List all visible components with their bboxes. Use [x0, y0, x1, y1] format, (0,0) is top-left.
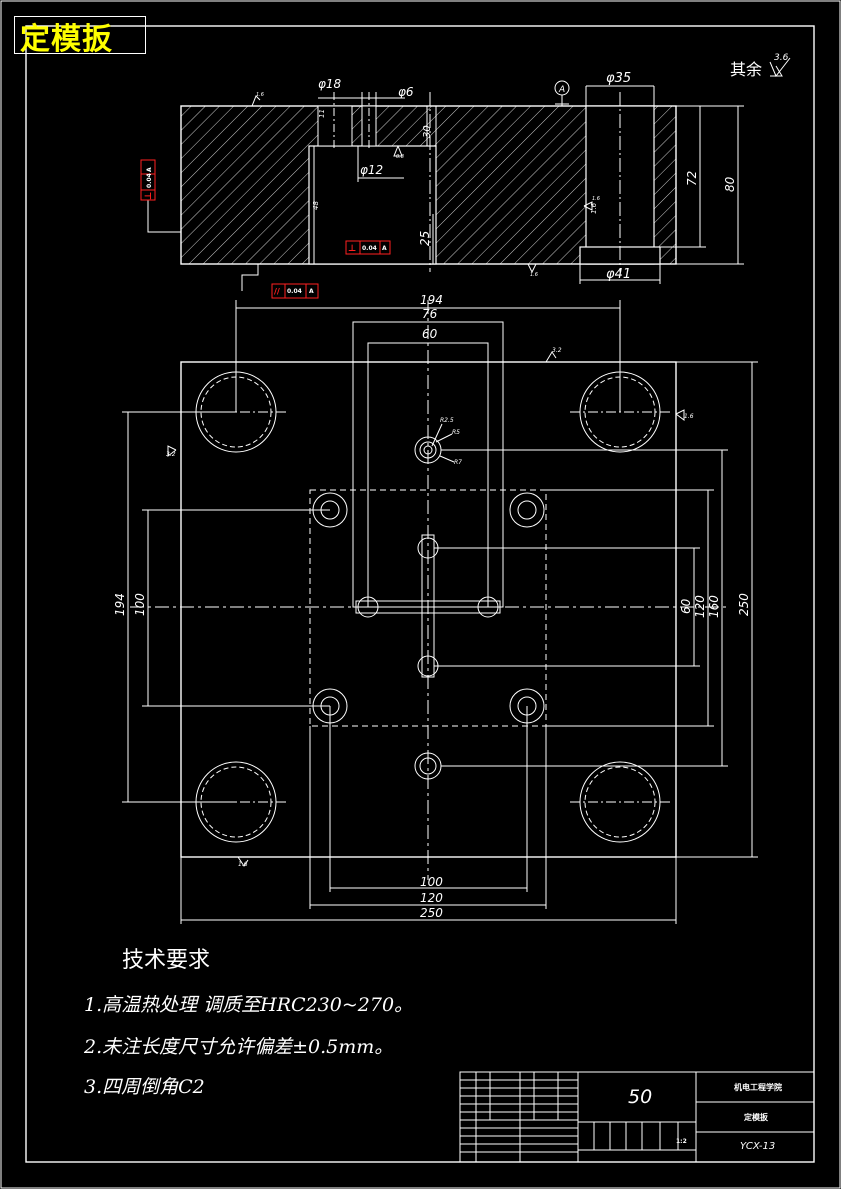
dim-r16: 1.6	[590, 202, 598, 214]
dim-h25: 25	[418, 231, 432, 246]
tol-value-2: 0.04	[362, 245, 377, 252]
dim-d35: φ35	[606, 71, 631, 86]
title-block-school: 机电工程学院	[734, 1083, 782, 1092]
requirement-item-2: 2.未注长度尺寸允许偏差±0.5mm。	[84, 1036, 394, 1058]
title-block-ratio: 1:2	[676, 1138, 687, 1145]
drawing-title: 定模扳	[20, 22, 113, 57]
dim-bottom-100: 100	[420, 875, 443, 889]
tolerance-frame-vertical	[140, 159, 156, 201]
radius-r7: R7	[454, 459, 462, 466]
datum-label: A	[558, 85, 565, 95]
title-block-part-name: 定模扳	[744, 1113, 768, 1122]
radius-r5: R5	[452, 429, 460, 436]
dim-d41: φ41	[606, 267, 631, 282]
roughness-plan-4: 1.6	[238, 861, 248, 868]
tol-datum-1: A	[146, 167, 153, 172]
dim-right-160: 160	[707, 595, 721, 618]
inner-border	[25, 25, 815, 1163]
dim-d6: φ6	[398, 85, 414, 99]
roughness-section-3: 1.6	[530, 272, 538, 278]
dim-right-250: 250	[737, 593, 751, 616]
dim-top-60: 60	[422, 327, 438, 341]
tol-value-3: 0.04	[287, 288, 302, 295]
tol-datum-3: A	[309, 288, 314, 295]
dim-right-60: 60	[679, 598, 693, 614]
dim-h80: 80	[723, 176, 737, 192]
tol-value-1: 0.04	[146, 173, 153, 188]
dim-h72: 72	[685, 171, 699, 186]
section-view	[147, 80, 744, 291]
requirement-item-3: 3.四周倒角C2	[84, 1076, 205, 1098]
dim-bottom-120: 120	[420, 891, 443, 905]
title-block	[459, 1071, 815, 1163]
dim-h30: 30	[422, 125, 433, 138]
roughness-plan-2: 1.6	[684, 413, 694, 420]
tol-symbol-3: //	[274, 287, 280, 296]
dim-left-194: 194	[113, 593, 127, 616]
title-box	[14, 16, 146, 54]
dim-left-100: 100	[133, 593, 147, 616]
tolerance-frame-bottom	[271, 283, 319, 299]
roughness-section-2: 0.8	[396, 154, 404, 160]
screw-hole-tr	[509, 492, 545, 528]
dim-bottom-250: 250	[420, 906, 443, 920]
guide-hole-br	[570, 761, 670, 843]
dim-d12: φ12	[360, 163, 383, 177]
roughness-plan-1: 3.2	[552, 347, 562, 354]
tolerance-frame-mid	[345, 240, 391, 255]
dim-right-120: 120	[693, 595, 707, 618]
dim-top-194: 194	[420, 293, 443, 307]
roughness-section-4: 1.6	[592, 196, 600, 202]
dim-h48: 48	[312, 201, 320, 210]
roughness-value: 3.6	[774, 53, 789, 63]
requirements-heading: 技术要求	[122, 948, 211, 973]
tol-datum-2: A	[382, 245, 387, 252]
radius-r25: R2.5	[440, 417, 454, 424]
requirement-item-1: 1.高温热处理 调质至HRC230~270。	[84, 994, 414, 1016]
dim-top-76: 76	[422, 307, 438, 321]
roughness-plan-3: 3.2	[166, 451, 176, 458]
plan-view	[122, 300, 758, 924]
title-block-scale: 50	[628, 1086, 653, 1108]
dim-h11: 11	[318, 109, 326, 118]
roughness-section-1: 1.6	[256, 92, 264, 98]
tol-symbol-1: ⊥	[144, 192, 154, 200]
tol-symbol-2: ⊥	[348, 244, 356, 254]
surface-note-label: 其余	[730, 60, 763, 79]
title-block-drawing-no: YCX-13	[740, 1141, 776, 1152]
dim-d18: φ18	[318, 77, 342, 91]
